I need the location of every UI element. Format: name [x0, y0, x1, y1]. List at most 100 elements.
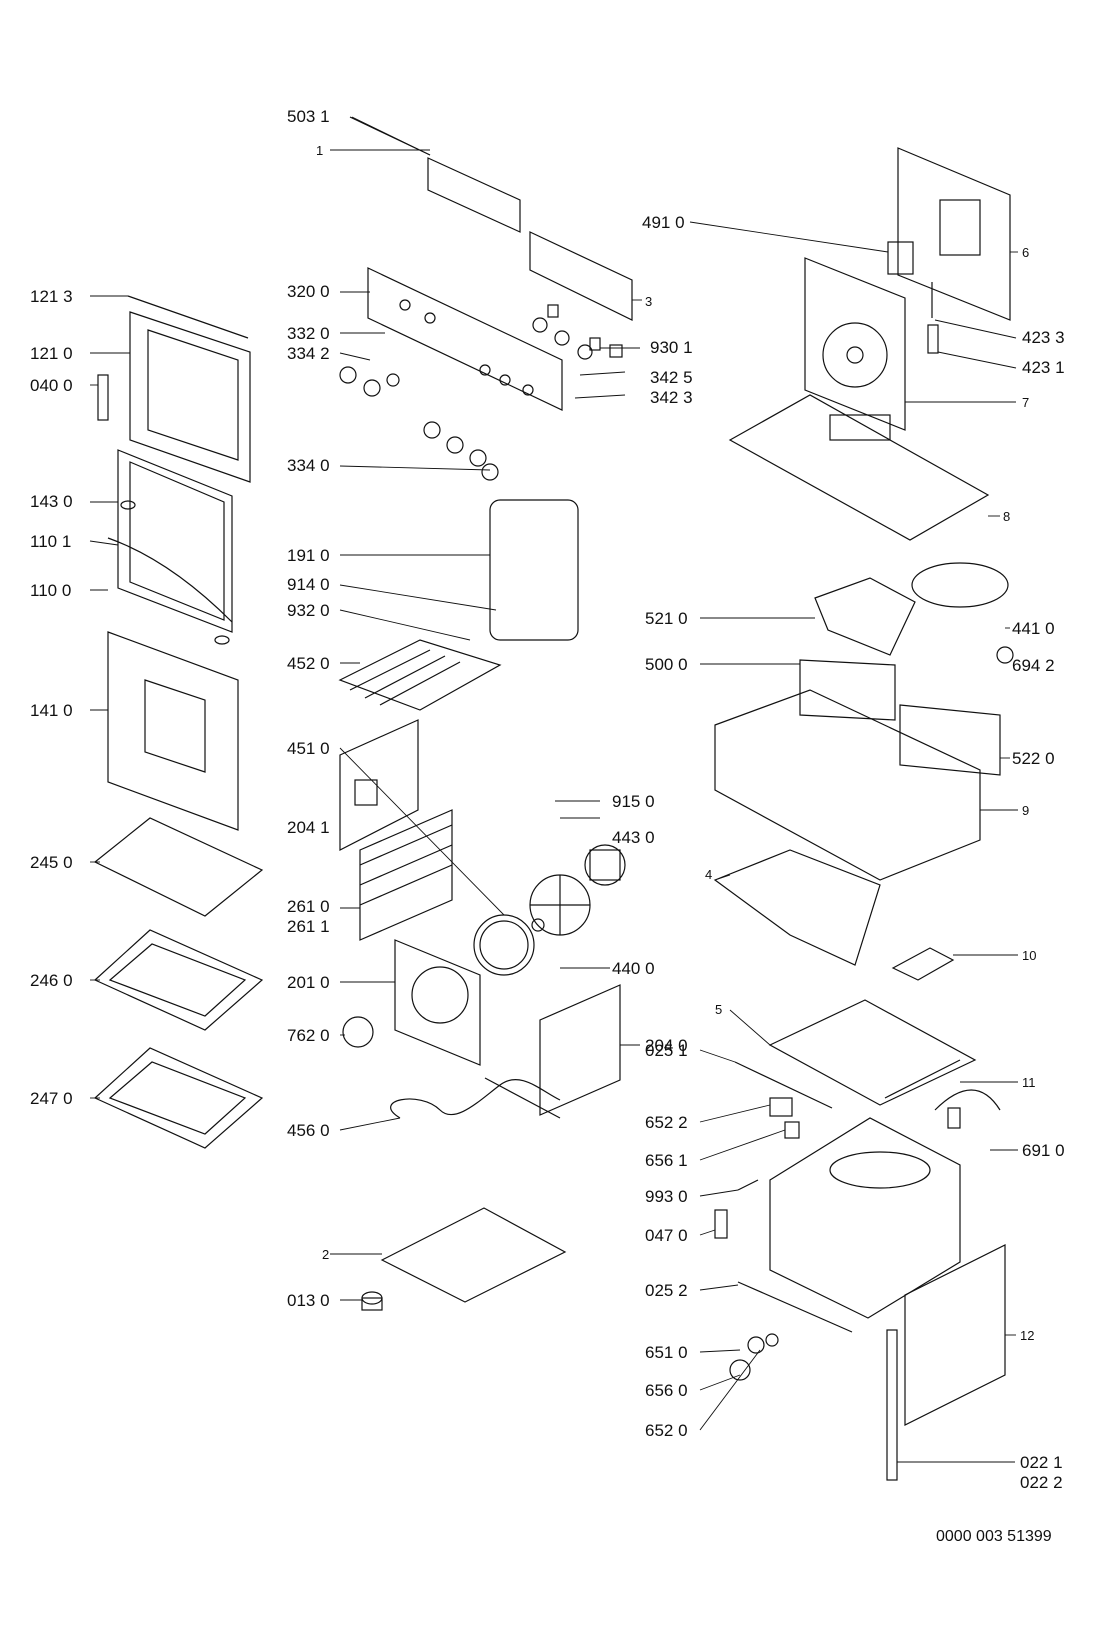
label-4510: 451 0 — [287, 739, 330, 758]
label-4560: 456 0 — [287, 1121, 330, 1140]
baking-tray — [93, 929, 264, 1031]
bottom-heating-element — [390, 1077, 561, 1119]
label-9930: 993 0 — [645, 1187, 688, 1206]
tangential-fan — [911, 562, 1009, 608]
label-4430: 443 0 — [612, 828, 655, 847]
top-cover — [728, 394, 990, 541]
label-4400: 440 0 — [612, 959, 655, 978]
label-6520: 652 0 — [645, 1421, 688, 1440]
label-1213: 121 3 — [30, 287, 73, 306]
label-0470: 047 0 — [645, 1226, 688, 1245]
label-6522: 652 2 — [645, 1113, 688, 1132]
label-5220: 522 0 — [1012, 749, 1055, 768]
label-2040: 204 0 — [645, 1036, 688, 1055]
control-board — [529, 231, 633, 321]
label-11: 11 — [1022, 1075, 1036, 1090]
control-panel-bracket — [349, 116, 521, 233]
label-6510: 651 0 — [645, 1343, 688, 1362]
label-2610: 261 0 — [287, 897, 330, 916]
label-4: 4 — [705, 867, 713, 882]
label-1101: 110 1 — [30, 532, 72, 551]
lamp-switch — [769, 1097, 800, 1139]
label-2041: 204 1 — [287, 818, 330, 837]
oven-cavity — [769, 1117, 961, 1319]
screw — [737, 1179, 759, 1191]
rear-cover — [897, 147, 1011, 321]
fan-motor — [584, 844, 626, 886]
label-5: 5 — [715, 1002, 723, 1017]
fan-blade — [529, 874, 591, 936]
bracket-10 — [891, 947, 955, 981]
side-insulation-plate — [768, 999, 977, 1106]
label-6561: 656 1 — [645, 1151, 688, 1170]
label-1410: 141 0 — [30, 701, 73, 720]
contactor-block — [899, 704, 1001, 776]
door-trim-strip — [127, 295, 249, 339]
rear-panel — [804, 257, 906, 431]
label-4233: 423 3 — [1022, 328, 1065, 347]
top-grill-element — [338, 639, 502, 711]
label-5210: 521 0 — [645, 609, 688, 628]
label-6: 6 — [1022, 245, 1030, 260]
rail-0252 — [737, 1281, 853, 1333]
label-7620: 762 0 — [287, 1026, 330, 1045]
label-3340: 334 0 — [287, 456, 330, 475]
label-6942: 694 2 — [1012, 656, 1055, 675]
label-1100: 110 0 — [30, 581, 72, 600]
label-9320: 932 0 — [287, 601, 330, 620]
label-7: 7 — [1022, 395, 1030, 410]
door-handle — [107, 500, 233, 645]
label-9301: 930 1 — [650, 338, 693, 357]
label-1430: 143 0 — [30, 492, 73, 511]
door-hinge — [97, 374, 109, 421]
strip-11 — [884, 1059, 961, 1099]
label-0252: 025 2 — [645, 1281, 688, 1300]
door-frame-inner — [129, 311, 251, 483]
foot — [361, 1291, 383, 1311]
label-8: 8 — [1003, 509, 1011, 524]
label-1910: 191 0 — [287, 546, 330, 565]
label-2611: 261 1 — [287, 917, 330, 936]
label-0400: 040 0 — [30, 376, 73, 395]
label-1210: 121 0 — [30, 344, 73, 363]
shelf-supports — [359, 809, 453, 941]
label-3342: 334 2 — [287, 344, 330, 363]
housing-frame — [714, 689, 981, 881]
control-knobs — [339, 304, 623, 481]
label-4520: 452 0 — [287, 654, 330, 673]
label-2460: 246 0 — [30, 971, 73, 990]
label-9: 9 — [1022, 803, 1030, 818]
drawing-code: 0000 003 51399 — [936, 1528, 1052, 1545]
side-strip — [886, 1329, 898, 1481]
oven-seal — [489, 499, 579, 641]
cable-bracket — [934, 1089, 1001, 1129]
label-2450: 245 0 — [30, 853, 73, 872]
side-panel-left — [339, 719, 419, 851]
label-5031: 503 1 — [287, 107, 330, 126]
transformer — [887, 241, 914, 275]
label-4910: 491 0 — [642, 213, 685, 232]
door-catch — [714, 1209, 728, 1239]
label-2010: 201 0 — [287, 973, 330, 992]
label-0130: 013 0 — [287, 1291, 330, 1310]
label-0221: 022 1 — [1020, 1453, 1063, 1472]
relay-module — [799, 659, 896, 721]
drip-pan — [93, 1047, 264, 1149]
fan-cover — [394, 939, 481, 1066]
thermal-cutout — [927, 282, 939, 354]
valve — [996, 646, 1014, 664]
control-panel-fascia — [367, 267, 563, 411]
door-outer-glass — [107, 631, 239, 831]
label-5000: 500 0 — [645, 655, 688, 674]
circular-heating-element — [473, 914, 535, 976]
door-inner-glass — [117, 449, 233, 633]
label-6560: 656 0 — [645, 1381, 688, 1400]
label-3423: 342 3 — [650, 388, 693, 407]
label-3200: 320 0 — [287, 282, 330, 301]
label-4231: 423 1 — [1022, 358, 1065, 377]
electronics-housing — [814, 577, 916, 656]
label-4410: 441 0 — [1012, 619, 1055, 638]
label-6910: 691 0 — [1022, 1141, 1065, 1160]
bottom-plate — [380, 1207, 567, 1303]
